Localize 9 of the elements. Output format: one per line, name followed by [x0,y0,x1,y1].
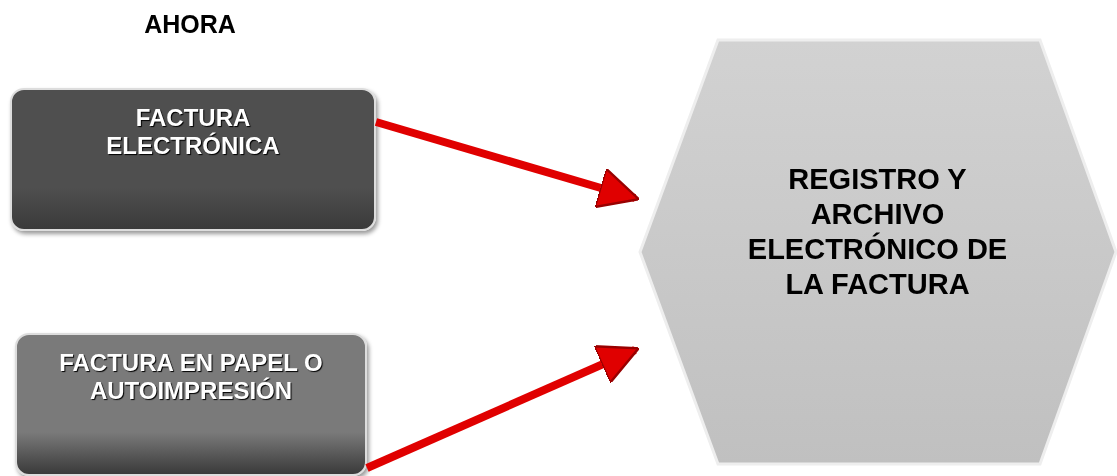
node-label: REGISTRO Y ARCHIVO ELECTRÓNICO DE LA FACTURA [746,162,1009,302]
arrow [374,118,641,209]
node-label: FACTURA ELECTRÓNICA [105,104,281,160]
arrow [365,345,640,472]
title: AHORA [143,10,237,39]
node-label: FACTURA EN PAPEL O AUTOIMPRESIÓN [58,349,324,405]
hexagon-shape [638,38,1117,466]
process-box [15,333,367,476]
process-box [10,88,376,231]
